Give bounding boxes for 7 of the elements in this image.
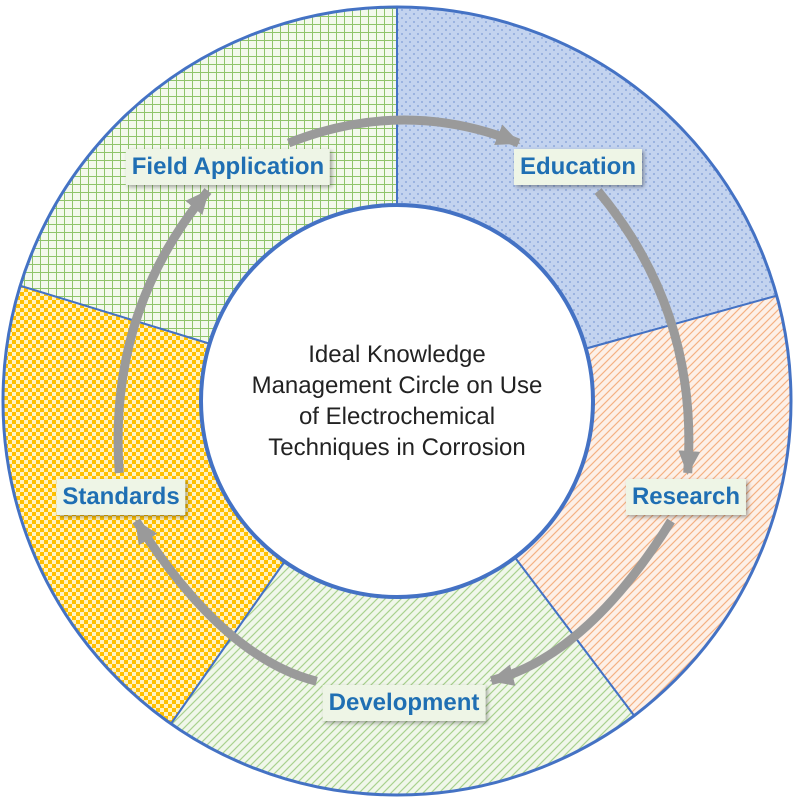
segment-label: Development: [322, 685, 486, 721]
curved-arrow: [489, 518, 675, 685]
segment-label: Field Application: [126, 149, 330, 185]
segment-label: Research: [626, 479, 746, 515]
segment-label: Standards: [56, 479, 186, 515]
segment-label: Education: [514, 149, 642, 185]
curved-arrow: [114, 188, 212, 474]
